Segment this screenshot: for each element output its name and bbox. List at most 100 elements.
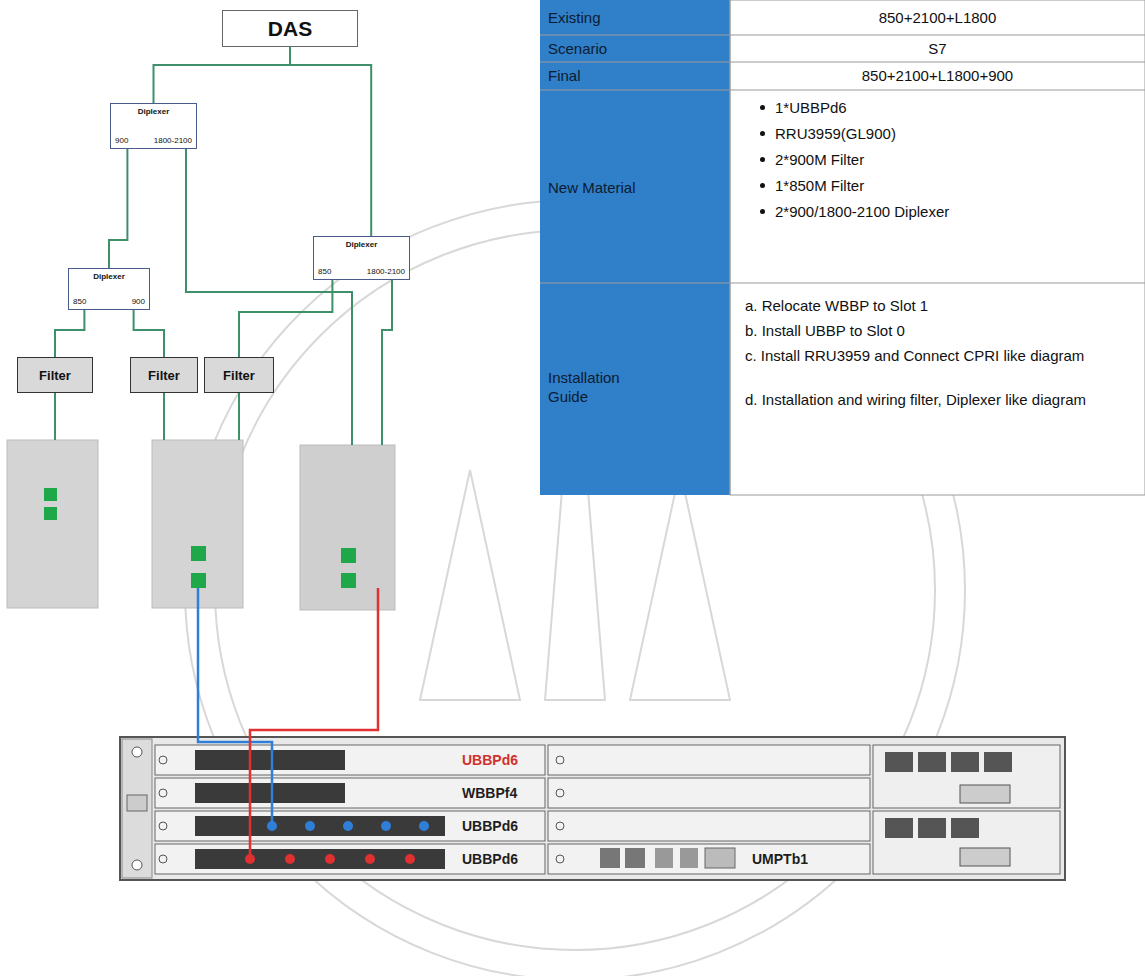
feeder-connector <box>239 280 332 357</box>
drawing-part <box>186 149 352 445</box>
bullet <box>760 131 765 136</box>
feeder-connector <box>109 149 127 268</box>
drawing-part <box>960 848 1010 866</box>
drawing-part <box>44 488 57 501</box>
board-label: UBBPd6 <box>462 817 542 836</box>
drawing-part <box>705 848 735 868</box>
port-label: 850 <box>318 267 331 276</box>
drawing-part <box>548 844 870 874</box>
port-row: 850900 <box>73 297 145 306</box>
diplexer-box: Diplexer 900 1800-2100 <box>110 103 197 149</box>
drawing-part <box>548 778 870 808</box>
drawing-part <box>159 789 167 797</box>
rru-units <box>7 440 395 610</box>
drawing-part <box>540 0 730 495</box>
bullet <box>760 183 765 188</box>
drawing-part <box>195 849 445 869</box>
drawing-part <box>245 854 415 864</box>
drawing-part <box>285 854 295 864</box>
drawing-part <box>159 822 167 830</box>
drawing-part <box>951 818 979 838</box>
drawing-part <box>195 783 345 803</box>
drawing-part <box>155 778 545 808</box>
feeder-wires <box>55 149 392 445</box>
das-box: DAS <box>222 10 358 47</box>
drawing-part <box>600 848 620 868</box>
install-step: b. Install UBBP to Slot 0 <box>745 321 1145 340</box>
drawing-part <box>556 822 564 830</box>
drawing-part <box>556 789 564 797</box>
drawing-part <box>951 752 979 772</box>
bullet <box>760 105 765 110</box>
table-cell: 850+2100+L1800+900 <box>730 66 1145 85</box>
material-item: 2*900M Filter <box>775 150 1135 169</box>
drawing-part <box>132 860 142 870</box>
das-label: DAS <box>268 17 312 41</box>
port-row: 900 1800-2100 <box>115 136 192 145</box>
drawing-part <box>163 393 165 440</box>
diplexer-title: Diplexer <box>73 272 145 281</box>
feeder-connector <box>154 47 291 103</box>
drawing-part <box>127 795 147 811</box>
bullet <box>760 209 765 214</box>
material-item: 2*900/1800-2100 Diplexer <box>775 202 1135 221</box>
drawing-part <box>556 756 564 764</box>
board-label: UBBPd6 <box>462 751 542 770</box>
feeder-connector <box>134 310 164 357</box>
filter-label: Filter <box>223 368 255 383</box>
drawing-part <box>548 811 870 841</box>
drawing-part <box>300 445 395 610</box>
drawing-part <box>195 816 445 836</box>
diplexer-box: Diplexer8501800-2100 <box>313 236 410 280</box>
drawing-part <box>405 854 415 864</box>
filter-label: Filter <box>39 368 71 383</box>
table-header: New Material <box>548 178 723 197</box>
board-label: WBBPf4 <box>462 784 542 803</box>
cpri-cable-red <box>250 588 378 859</box>
drawing-part <box>984 752 1012 772</box>
port-row: 850 1800-2100 <box>318 267 405 276</box>
drawing-part <box>885 752 913 772</box>
drawing-part <box>195 750 345 770</box>
diplexer-box: Diplexer 850900 <box>68 268 150 310</box>
bbu <box>120 737 1065 880</box>
drawing-part <box>341 548 356 563</box>
drawing-part <box>44 507 57 520</box>
table-header: Installation Guide <box>548 368 658 406</box>
drawing-part <box>382 280 392 445</box>
drawing-part <box>238 393 240 440</box>
drawing-part <box>540 90 1145 91</box>
port-label: 900 <box>115 136 128 145</box>
drawing-part <box>122 739 152 878</box>
drawing-part <box>305 821 315 831</box>
drawing-part <box>540 62 1145 63</box>
drawing-part <box>873 811 1060 874</box>
install-step: a. Relocate WBBP to Slot 1 <box>745 296 1145 315</box>
drawing-part <box>885 818 913 838</box>
drawing-part <box>152 440 243 608</box>
drawing-part <box>365 854 375 864</box>
table-header: Existing <box>548 8 723 27</box>
drawing-part <box>191 546 206 561</box>
drawing-part <box>548 745 870 775</box>
port-label: 1800-2100 <box>154 136 192 145</box>
drawing-part <box>381 821 391 831</box>
diplexer-title: Diplexer <box>115 107 192 116</box>
board-label: UBBPd6 <box>462 850 542 869</box>
feeder-connector <box>290 47 371 236</box>
drawing-part <box>155 844 545 874</box>
drawing-part <box>918 818 946 838</box>
port-label: 1800-2100 <box>367 267 405 276</box>
drawing-part <box>343 821 353 831</box>
drawing-part <box>341 573 356 588</box>
drawing-part <box>159 855 167 863</box>
table-cell: S7 <box>730 39 1145 58</box>
drawing-part <box>155 745 545 775</box>
drawing-part <box>540 283 1145 284</box>
filter-box: Filter <box>17 357 93 393</box>
drawing-part <box>730 0 1145 495</box>
drawing-part <box>918 752 946 772</box>
drawing-part <box>159 756 167 764</box>
port-label: 900 <box>132 297 145 306</box>
feeder-connector <box>55 310 84 357</box>
